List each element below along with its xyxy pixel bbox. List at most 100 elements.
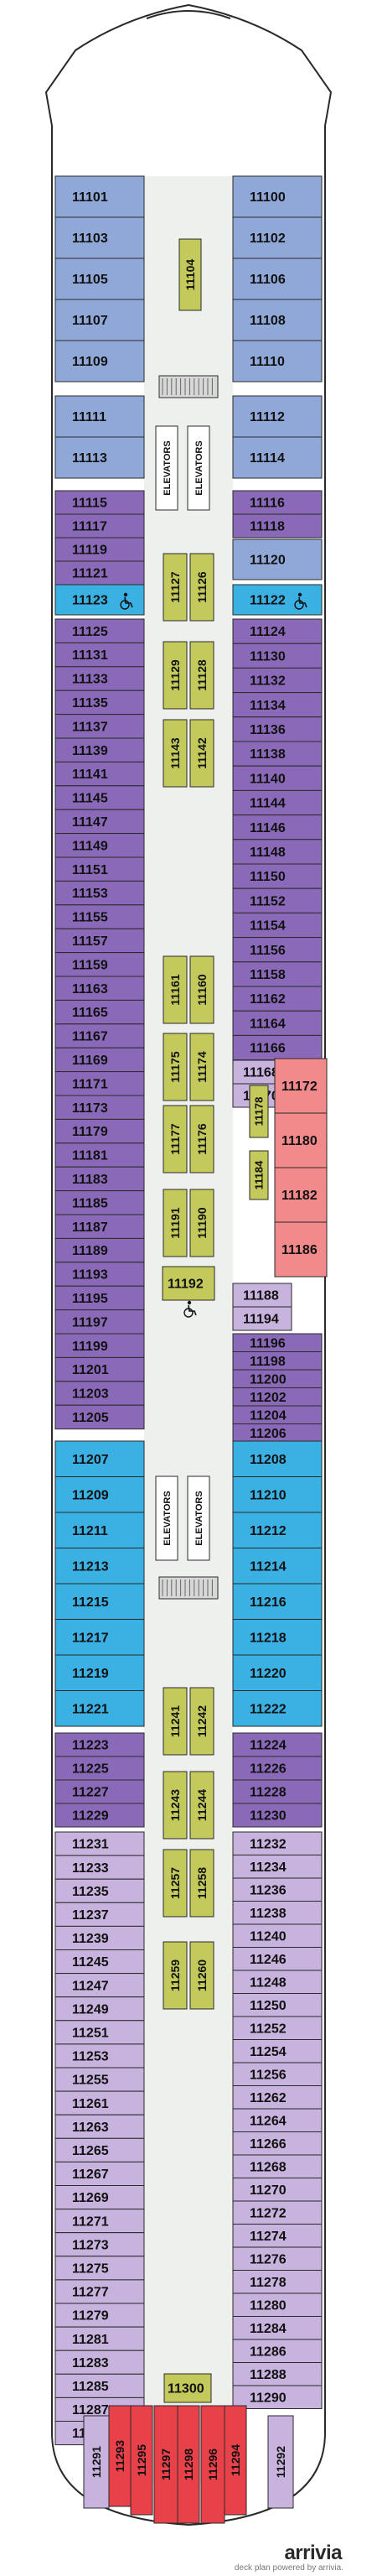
cabin-11177[interactable]: 11177 (163, 1105, 188, 1174)
cabin-11195[interactable]: 11195 (54, 1285, 145, 1311)
cabin-11253[interactable]: 11253 (54, 2043, 145, 2069)
cabin-11197[interactable]: 11197 (54, 1309, 145, 1335)
cabin-11152[interactable]: 11152 (232, 887, 323, 913)
cabin-11202[interactable]: 11202 (232, 1387, 323, 1407)
cabin-11215[interactable]: 11215 (54, 1583, 145, 1620)
cabin-11280[interactable]: 11280 (232, 2292, 323, 2317)
cabin-11218[interactable]: 11218 (232, 1619, 323, 1656)
cabin-11262[interactable]: 11262 (232, 2085, 323, 2110)
cabin-11141[interactable]: 11141 (54, 761, 145, 787)
cabin-11276[interactable]: 11276 (232, 2246, 323, 2271)
cabin-11124[interactable]: 11124 (232, 618, 323, 644)
cabin-11283[interactable]: 11283 (54, 2350, 145, 2375)
cabin-11171[interactable]: 11171 (54, 1071, 145, 1096)
cabin-11296[interactable]: 11296 (200, 2405, 225, 2524)
cabin-11238[interactable]: 11238 (232, 1901, 323, 1925)
cabin-11113[interactable]: 11113 (54, 436, 145, 479)
cabin-11201[interactable]: 11201 (54, 1356, 145, 1382)
cabin-11120[interactable]: 11120 (232, 539, 323, 580)
cabin-11274[interactable]: 11274 (232, 2224, 323, 2248)
cabin-11269[interactable]: 11269 (54, 2185, 145, 2210)
cabin-11128[interactable]: 11128 (189, 641, 214, 710)
cabin-11179[interactable]: 11179 (54, 1118, 145, 1144)
cabin-11221[interactable]: 11221 (54, 1690, 145, 1727)
cabin-11260[interactable]: 11260 (189, 1941, 214, 2010)
cabin-11144[interactable]: 11144 (232, 789, 323, 816)
cabin-11192[interactable]: 11192 (162, 1266, 215, 1301)
cabin-11165[interactable]: 11165 (54, 999, 145, 1025)
cabin-11193[interactable]: 11193 (54, 1262, 145, 1287)
cabin-11184[interactable]: 11184 (249, 1150, 269, 1200)
cabin-11131[interactable]: 11131 (54, 642, 145, 668)
cabin-11256[interactable]: 11256 (232, 2062, 323, 2086)
cabin-11190[interactable]: 11190 (189, 1189, 214, 1257)
cabin-11108[interactable]: 11108 (232, 299, 323, 341)
cabin-11294[interactable]: 11294 (224, 2405, 247, 2516)
cabin-11138[interactable]: 11138 (232, 741, 323, 767)
cabin-11207[interactable]: 11207 (54, 1440, 145, 1477)
cabin-11211[interactable]: 11211 (54, 1512, 145, 1548)
cabin-11205[interactable]: 11205 (54, 1404, 145, 1430)
cabin-11134[interactable]: 11134 (232, 692, 323, 718)
cabin-11187[interactable]: 11187 (54, 1214, 145, 1239)
cabin-11261[interactable]: 11261 (54, 2090, 145, 2115)
cabin-11191[interactable]: 11191 (163, 1189, 188, 1257)
cabin-11223[interactable]: 11223 (54, 1732, 145, 1757)
cabin-11250[interactable]: 11250 (232, 1993, 323, 2017)
cabin-11239[interactable]: 11239 (54, 1925, 145, 1950)
cabin-11105[interactable]: 11105 (54, 258, 145, 300)
cabin-11121[interactable]: 11121 (54, 560, 145, 585)
cabin-11199[interactable]: 11199 (54, 1333, 145, 1358)
cabin-11267[interactable]: 11267 (54, 2161, 145, 2186)
cabin-11204[interactable]: 11204 (232, 1405, 323, 1424)
cabin-11181[interactable]: 11181 (54, 1142, 145, 1168)
cabin-11107[interactable]: 11107 (54, 299, 145, 341)
cabin-11235[interactable]: 11235 (54, 1878, 145, 1903)
cabin-11216[interactable]: 11216 (232, 1583, 323, 1620)
cabin-11240[interactable]: 11240 (232, 1923, 323, 1948)
cabin-11251[interactable]: 11251 (54, 2020, 145, 2045)
cabin-11208[interactable]: 11208 (232, 1440, 323, 1477)
cabin-11222[interactable]: 11222 (232, 1690, 323, 1727)
cabin-11236[interactable]: 11236 (232, 1877, 323, 1902)
cabin-11220[interactable]: 11220 (232, 1654, 323, 1691)
cabin-11244[interactable]: 11244 (189, 1771, 214, 1840)
cabin-11126[interactable]: 11126 (189, 553, 214, 622)
cabin-11225[interactable]: 11225 (54, 1756, 145, 1781)
cabin-11254[interactable]: 11254 (232, 2039, 323, 2063)
cabin-11143[interactable]: 11143 (163, 719, 188, 788)
cabin-11279[interactable]: 11279 (54, 2303, 145, 2328)
cabin-11252[interactable]: 11252 (232, 2016, 323, 2040)
cabin-11234[interactable]: 11234 (232, 1855, 323, 1879)
cabin-11264[interactable]: 11264 (232, 2108, 323, 2132)
cabin-11157[interactable]: 11157 (54, 928, 145, 954)
cabin-11186[interactable]: 11186 (274, 1221, 328, 1278)
cabin-11147[interactable]: 11147 (54, 809, 145, 835)
cabin-11206[interactable]: 11206 (232, 1423, 323, 1443)
cabin-11172[interactable]: 11172 (274, 1058, 328, 1114)
cabin-11243[interactable]: 11243 (163, 1771, 188, 1840)
cabin-11176[interactable]: 11176 (189, 1105, 214, 1174)
cabin-11173[interactable]: 11173 (54, 1095, 145, 1120)
cabin-11161[interactable]: 11161 (163, 955, 188, 1024)
cabin-11115[interactable]: 11115 (54, 490, 145, 515)
cabin-11112[interactable]: 11112 (232, 395, 323, 438)
cabin-11266[interactable]: 11266 (232, 2131, 323, 2156)
cabin-11293[interactable]: 11293 (108, 2405, 132, 2507)
cabin-11257[interactable]: 11257 (163, 1849, 188, 1918)
cabin-11292[interactable]: 11292 (267, 2415, 294, 2509)
cabin-11130[interactable]: 11130 (232, 643, 323, 669)
cabin-11265[interactable]: 11265 (54, 2137, 145, 2162)
cabin-11255[interactable]: 11255 (54, 2067, 145, 2092)
cabin-11263[interactable]: 11263 (54, 2114, 145, 2139)
cabin-11188[interactable]: 11188 (232, 1283, 292, 1308)
cabin-11153[interactable]: 11153 (54, 880, 145, 906)
cabin-11249[interactable]: 11249 (54, 1996, 145, 2022)
cabin-11259[interactable]: 11259 (163, 1941, 188, 2010)
cabin-11158[interactable]: 11158 (232, 961, 323, 987)
cabin-11162[interactable]: 11162 (232, 986, 323, 1012)
cabin-11160[interactable]: 11160 (189, 955, 214, 1024)
cabin-11125[interactable]: 11125 (54, 618, 145, 643)
cabin-11284[interactable]: 11284 (232, 2316, 323, 2340)
cabin-11182[interactable]: 11182 (274, 1167, 328, 1223)
